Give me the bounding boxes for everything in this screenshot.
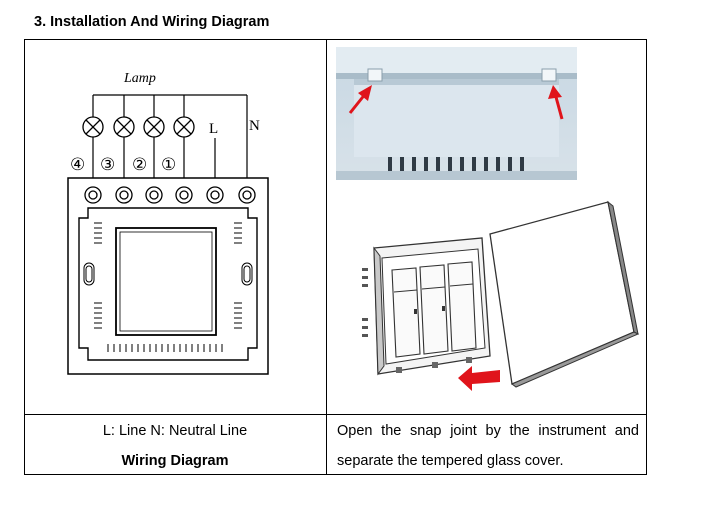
terminals [84,186,256,204]
neutral-label: N [249,118,260,134]
instruction-line-2: separate the tempered glass cover. [337,453,564,469]
table-frame [24,39,647,475]
lamp-icon [143,116,165,138]
wiring-diagram: Lamp L N ④ ③ ② ① [67,71,269,375]
glass-cover [489,201,635,385]
red-arrow-icon [548,85,564,120]
bottom-comb [107,344,223,352]
lamp-icons [82,116,195,138]
row-divider [24,414,647,415]
red-arrow-icon [458,366,500,391]
number-1: ① [161,155,176,174]
line-label: L [209,121,218,137]
instruction-line-1: Open the snap joint by the instrument an… [337,423,639,439]
lamp-label: Lamp [123,71,156,86]
red-arrow-icon [348,85,372,114]
lamp-icon [173,116,195,138]
lamp-icon [82,116,104,138]
display-window [115,227,217,336]
column-divider [326,39,327,475]
left-comb [83,222,102,329]
inner-frame [78,207,258,361]
wiring-diagram-caption: Wiring Diagram [121,453,229,469]
number-4: ④ [70,155,85,174]
right-comb [234,222,253,329]
snap-joint-photo [336,47,577,180]
lamp-icon [113,116,135,138]
number-3: ③ [100,155,115,174]
legend-text: L: Line N: Neutral Line [102,423,248,439]
number-2: ② [132,155,147,174]
section-heading: 3. Installation And Wiring Diagram [34,14,270,30]
panel-glass-photo [362,200,640,391]
